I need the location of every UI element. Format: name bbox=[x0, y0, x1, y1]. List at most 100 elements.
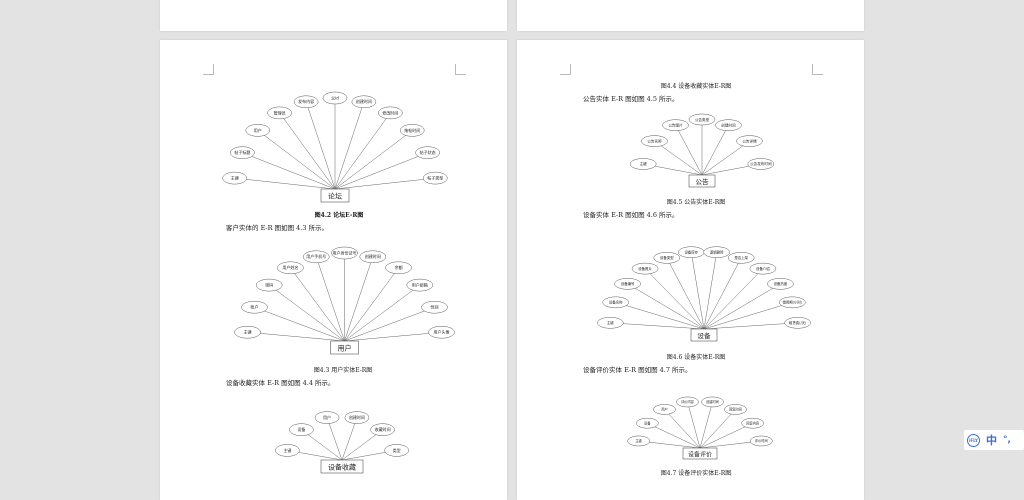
attribute-ellipse: 创建时间 bbox=[701, 396, 724, 408]
attribute-ellipse: 回复内容 bbox=[741, 417, 764, 429]
body-paragraph: 客户实体的 E-R 图如图 4.3 所示。 bbox=[226, 224, 329, 232]
svg-text:发布内容: 发布内容 bbox=[298, 98, 314, 104]
relationship-line bbox=[334, 130, 413, 190]
relationship-line bbox=[703, 283, 781, 330]
entity-box: 公告 bbox=[688, 174, 716, 188]
page-prev-right bbox=[517, 0, 864, 31]
svg-text:用户头像: 用户头像 bbox=[434, 329, 450, 335]
attribute-ellipse: 发布内容 bbox=[293, 95, 319, 109]
attribute-ellipse: 借用期(小时) bbox=[779, 296, 806, 309]
svg-text:逻辑删除: 逻辑删除 bbox=[710, 249, 724, 254]
attribute-ellipse: 设备介绍 bbox=[749, 262, 777, 275]
svg-text:类型: 类型 bbox=[393, 447, 401, 453]
svg-text:设备编号: 设备编号 bbox=[621, 281, 635, 286]
relationship-line bbox=[344, 306, 435, 342]
entity-box: 用户 bbox=[330, 340, 359, 355]
margin-corner-top-left bbox=[560, 64, 571, 75]
svg-text:设备收藏: 设备收藏 bbox=[328, 463, 356, 472]
svg-text:用户: 用户 bbox=[338, 344, 352, 353]
svg-text:回复内容: 回复内容 bbox=[746, 420, 760, 425]
figure-caption: 图4.6 设备实体E-R图 bbox=[666, 354, 726, 361]
attribute-ellipse: 设备名称 bbox=[602, 296, 629, 309]
ime-logo-icon[interactable]: iFLY bbox=[967, 433, 980, 447]
svg-text:借用期(小时): 借用期(小时) bbox=[782, 300, 802, 305]
attribute-ellipse: 设备 bbox=[636, 417, 659, 429]
attribute-ellipse: 设备照片 bbox=[631, 262, 659, 275]
entity-box: 设备 bbox=[690, 328, 718, 342]
attribute-ellipse: 主键 bbox=[597, 317, 624, 329]
body-paragraph: 设备收藏实体 E-R 图如图 4.4 所示。 bbox=[226, 379, 335, 387]
attribute-ellipse: 租赁费(/天) bbox=[784, 317, 811, 329]
figure-caption: 图4.5 公告实体E-R图 bbox=[666, 199, 726, 206]
attribute-ellipse: 主键 bbox=[222, 171, 247, 185]
attribute-ellipse: 帖子标题 bbox=[230, 146, 255, 159]
relationship-line bbox=[691, 252, 705, 330]
attribute-ellipse: 公告图片 bbox=[662, 119, 689, 131]
attribute-ellipse: 收藏时间 bbox=[370, 423, 395, 436]
attribute-ellipse: 设备 bbox=[289, 423, 314, 436]
attribute-ellipse: 公告名称 bbox=[641, 135, 668, 147]
page-right: 图4.4 设备收藏实体E-R图 公告实体 E-R 图如图 4.5 所示。 主键公… bbox=[517, 40, 864, 500]
svg-text:是否上架: 是否上架 bbox=[734, 255, 748, 260]
relationship-line bbox=[334, 152, 428, 190]
attribute-ellipse: 主键 bbox=[627, 435, 650, 447]
svg-text:设备: 设备 bbox=[644, 420, 651, 425]
attribute-ellipse: 帖子类型 bbox=[423, 171, 448, 185]
attribute-ellipse: 是否上架 bbox=[727, 252, 755, 264]
svg-text:帖子状态: 帖子状态 bbox=[420, 149, 436, 155]
attribute-ellipse: 逻辑删除 bbox=[703, 246, 730, 258]
relationship-line bbox=[269, 284, 345, 342]
relationship-line bbox=[610, 322, 705, 330]
svg-text:主键: 主键 bbox=[283, 447, 291, 453]
body-paragraph: 设备实体 E-R 图如图 4.6 所示。 bbox=[583, 211, 679, 219]
attribute-ellipse: 用户 bbox=[653, 404, 676, 415]
attribute-ellipse: 拖帖时间 bbox=[399, 124, 425, 137]
svg-text:主键: 主键 bbox=[607, 320, 614, 325]
er-diagram-device: 主键设备名称设备编号设备照片设备类型设备库存逻辑删除是否上架设备介绍设备热度借用… bbox=[597, 246, 811, 342]
relationship-line bbox=[703, 257, 742, 330]
attribute-ellipse: 评价时间 bbox=[750, 435, 773, 447]
svg-text:余额: 余额 bbox=[395, 264, 403, 270]
figure-caption: 图4.3 用户实体E-R图 bbox=[313, 367, 373, 374]
svg-text:创建时间: 创建时间 bbox=[356, 98, 372, 104]
svg-text:设备介绍: 设备介绍 bbox=[756, 266, 770, 271]
attribute-ellipse: 帖子状态 bbox=[415, 146, 440, 159]
svg-text:用户手机号: 用户手机号 bbox=[306, 253, 326, 259]
relationship-line bbox=[675, 125, 703, 176]
svg-text:用户: 用户 bbox=[661, 407, 667, 412]
relationship-line bbox=[703, 322, 798, 330]
svg-text:设备热度: 设备热度 bbox=[774, 281, 788, 286]
svg-text:父id: 父id bbox=[331, 95, 339, 100]
svg-text:创建时间: 创建时间 bbox=[365, 253, 381, 259]
svg-text:回复时间: 回复时间 bbox=[729, 407, 742, 412]
relationship-line bbox=[344, 284, 420, 342]
attribute-ellipse: 余额 bbox=[385, 261, 412, 275]
body-paragraph: 设备评价实体 E-R 图如图 4.7 所示。 bbox=[583, 366, 692, 374]
relationship-line bbox=[654, 140, 703, 176]
svg-text:评价内容: 评价内容 bbox=[681, 399, 695, 404]
svg-text:用户: 用户 bbox=[323, 414, 331, 420]
svg-text:账户: 账户 bbox=[250, 304, 258, 310]
attribute-ellipse: 创建时间 bbox=[344, 411, 370, 424]
attribute-ellipse: 公告发布时间 bbox=[747, 158, 775, 170]
relationship-line bbox=[344, 267, 399, 342]
relationship-line bbox=[344, 256, 374, 342]
entity-box: 设备评价 bbox=[682, 447, 718, 460]
svg-text:性别: 性别 bbox=[431, 304, 439, 310]
relationship-line bbox=[242, 152, 336, 190]
ime-language-toggle[interactable]: 中 bbox=[986, 434, 997, 447]
ime-punctuation-toggle[interactable]: °, bbox=[1003, 435, 1011, 445]
svg-text:管理员: 管理员 bbox=[274, 109, 286, 115]
svg-text:用户: 用户 bbox=[254, 127, 262, 133]
relationship-line bbox=[701, 140, 750, 176]
relationship-line bbox=[627, 283, 705, 330]
svg-text:用户身份证号: 用户身份证号 bbox=[333, 249, 357, 255]
ime-toolbar[interactable]: iFLY 中 °, bbox=[964, 430, 1024, 450]
svg-text:设备: 设备 bbox=[297, 426, 305, 432]
attribute-ellipse: 用户姓名 bbox=[277, 261, 304, 275]
svg-text:设备库存: 设备库存 bbox=[685, 249, 699, 254]
svg-text:用户姓名: 用户姓名 bbox=[282, 264, 298, 270]
